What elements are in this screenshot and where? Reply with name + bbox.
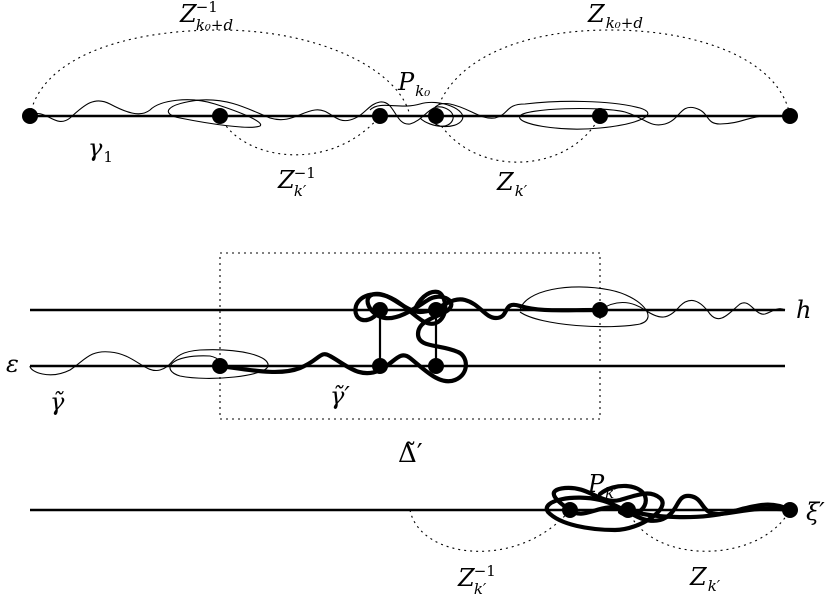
node-h-1	[372, 302, 388, 318]
node-top-3	[372, 108, 388, 124]
node-top-6	[782, 108, 798, 124]
label-p-k0: Pk₀	[397, 68, 430, 100]
node-bottom-3	[782, 502, 798, 518]
node-bottom-2	[620, 502, 636, 518]
node-eps-1	[212, 358, 228, 374]
arc-z-kp	[434, 115, 601, 163]
label-z-k0d: Zk₀+d	[587, 0, 643, 32]
label-gamma1: γ1	[88, 134, 113, 166]
arc-z-inv-k0d	[29, 29, 411, 117]
arc-bottom-z-inv-kp	[409, 509, 571, 552]
arc-z-inv-kp	[219, 115, 381, 156]
node-top-5	[592, 108, 608, 124]
curve-bottom-thick[interactable]	[544, 485, 793, 533]
curve-h-thin	[519, 286, 786, 328]
node-h-3	[592, 302, 608, 318]
curve-gamma1	[29, 99, 790, 130]
label-epsilon: ε	[6, 350, 19, 378]
label-gamma-tilde: γ̃	[50, 388, 65, 416]
node-top-1	[22, 108, 38, 124]
label-z-kp: Zk′	[496, 168, 528, 200]
node-bottom-1	[562, 502, 578, 518]
middle-panel: h ε γ̃ γ̃′ Δ̃′	[6, 252, 811, 469]
box-delta-tilde-prime	[219, 252, 601, 420]
label-xi-prime: ξ′	[806, 498, 825, 526]
node-eps-3	[428, 358, 444, 374]
node-eps-2	[372, 358, 388, 374]
curve-gamma-tilde	[29, 349, 269, 379]
node-top-2	[212, 108, 228, 124]
node-top-4	[428, 108, 444, 124]
label-bottom-z-kp: Zk′	[689, 563, 721, 595]
curve-gamma-tilde-prime-loop	[353, 289, 448, 326]
curve-gamma-tilde-prime[interactable]	[217, 291, 603, 384]
label-gamma-tilde-prime: γ̃′	[330, 382, 350, 410]
node-h-2	[428, 302, 444, 318]
label-delta-tilde-prime: Δ̃′	[398, 439, 423, 469]
label-h: h	[796, 296, 811, 324]
label-p-kp: Pk′	[587, 470, 618, 502]
curve-gamma1-loop	[369, 102, 464, 128]
